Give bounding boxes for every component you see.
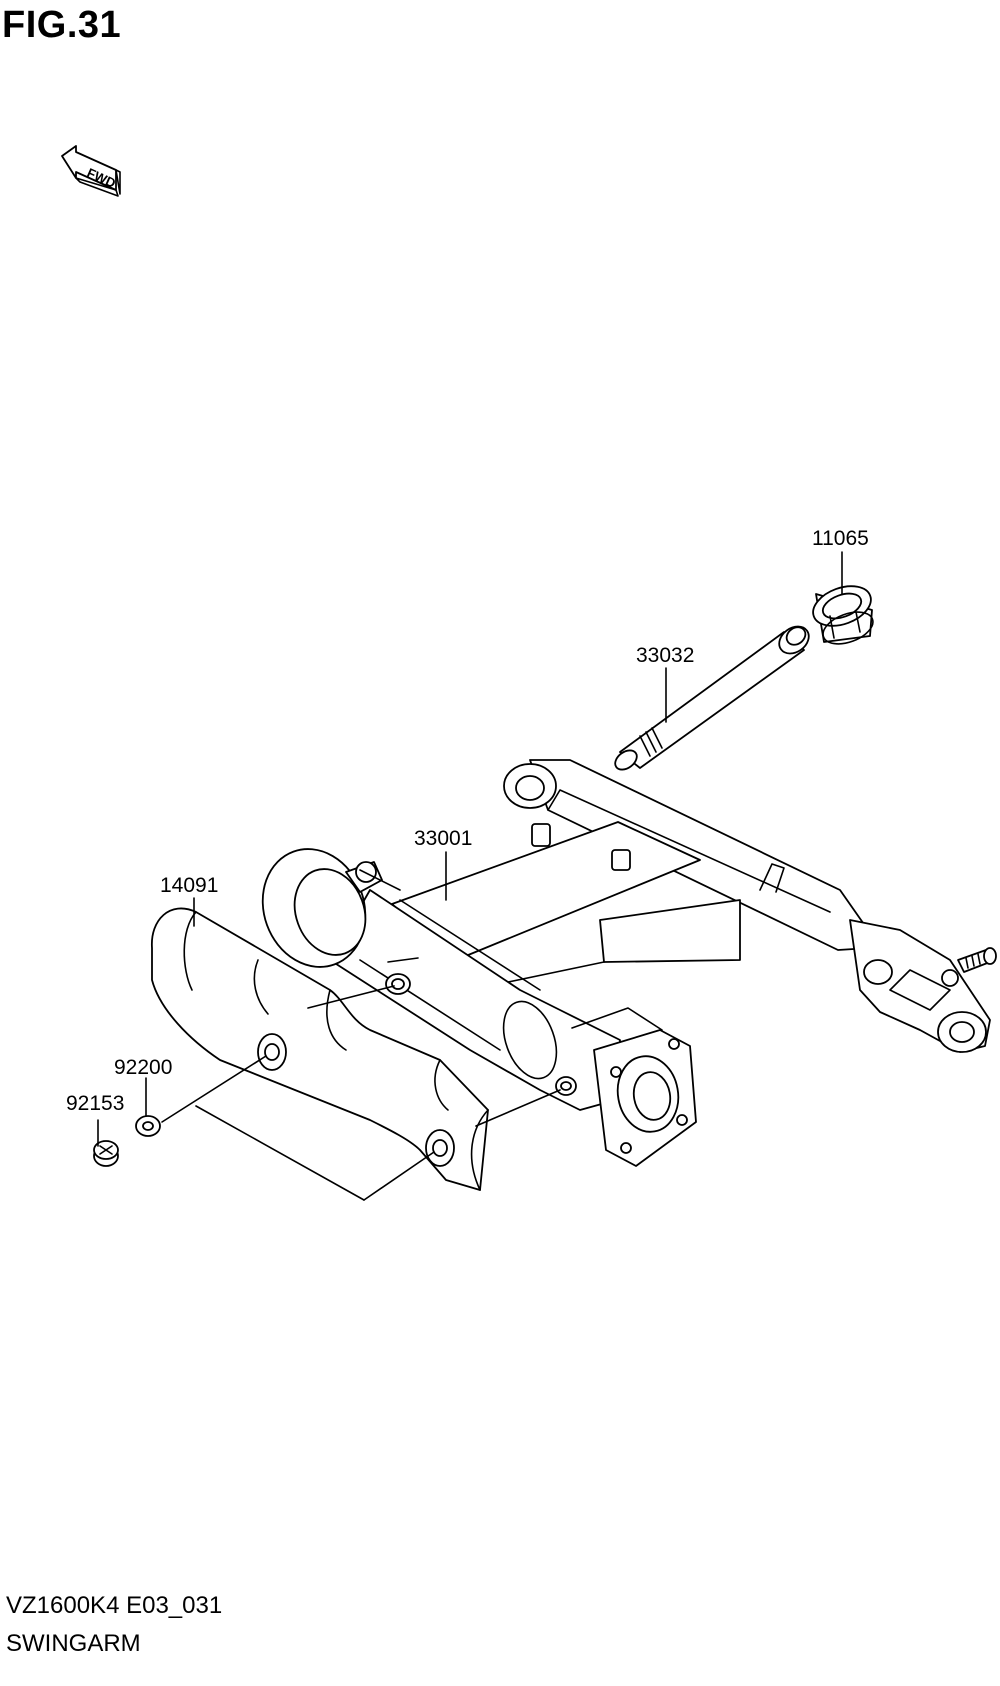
part-92200-washer [135, 1115, 161, 1137]
part-number-33032: 33032 [636, 644, 694, 667]
part-14091-cover [151, 907, 489, 1191]
part-number-11065: 11065 [812, 527, 869, 550]
model-code: VZ1600K4 E03_031 [6, 1592, 223, 1619]
fwd-arrow-icon: FWD [61, 145, 121, 197]
part-number-33001: 33001 [414, 827, 472, 850]
part-33032-pivot-shaft [614, 625, 810, 771]
leader-lines [97, 551, 843, 1201]
part-number-92153: 92153 [66, 1092, 124, 1115]
part-92153-bolt [93, 1140, 119, 1167]
figure-title: FIG.31 [2, 4, 122, 46]
part-number-92200: 92200 [114, 1056, 172, 1079]
part-number-14091: 14091 [160, 874, 218, 897]
part-11065-bushing [812, 585, 874, 645]
part-33001-swingarm [261, 759, 997, 1167]
section-name: SWINGARM [6, 1630, 141, 1657]
